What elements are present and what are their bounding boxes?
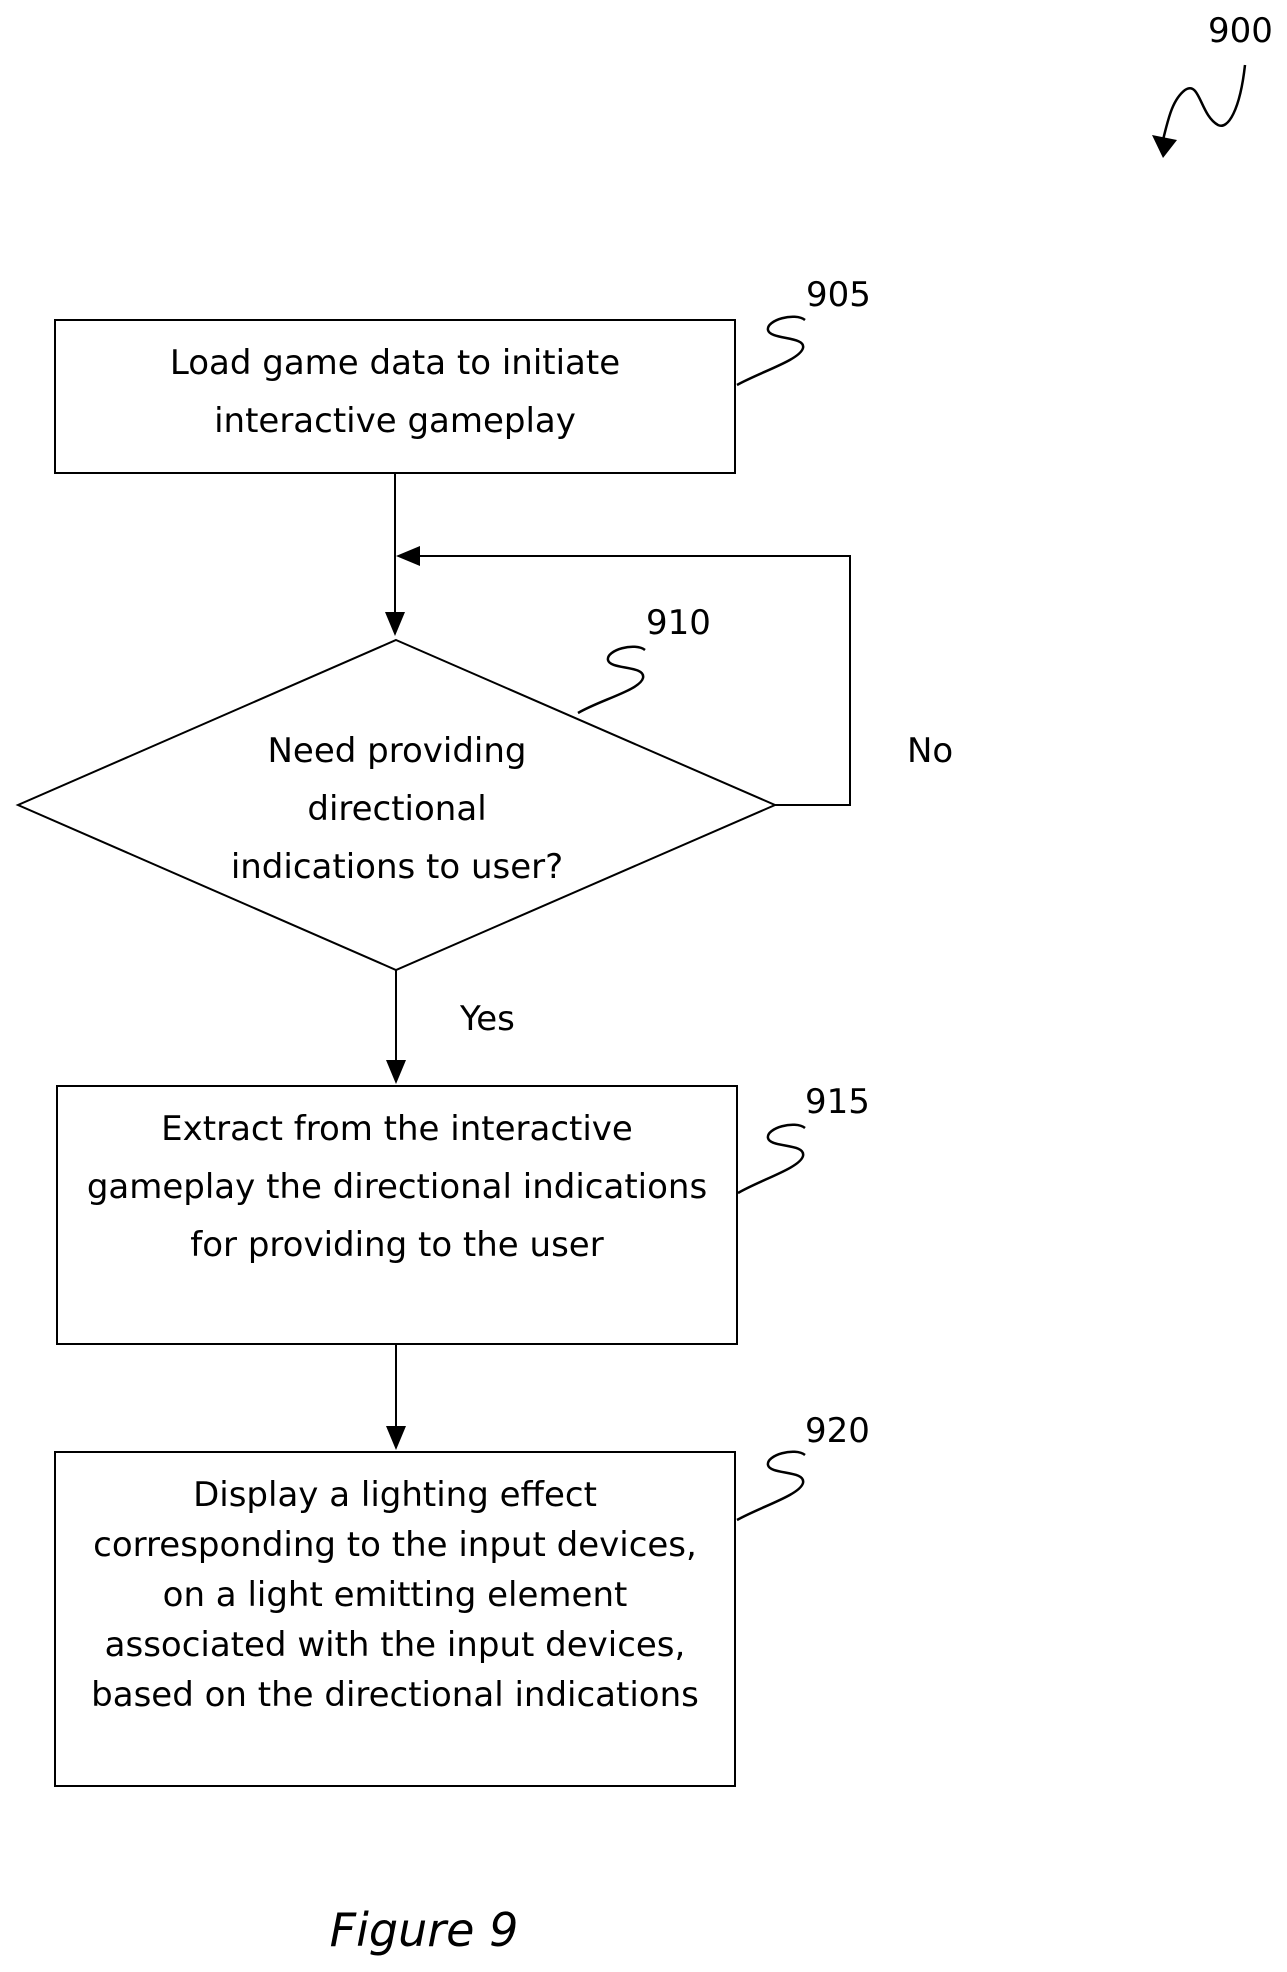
step-905-box: [54, 319, 736, 474]
step-910-line-2: directional: [307, 789, 486, 829]
connector-no-loop: [410, 555, 851, 806]
branch-yes-label: Yes: [459, 999, 515, 1039]
step-920-box: [54, 1451, 736, 1787]
step-905-line-1: Load game data to initiate: [170, 343, 620, 383]
step-920-line-1: Display a lighting effect: [193, 1475, 597, 1515]
step-915-ref: 915: [805, 1082, 870, 1122]
step-915-box: [56, 1085, 738, 1345]
step-905-ref-leader: [736, 315, 806, 387]
step-920-line-4: associated with the input devices,: [105, 1625, 686, 1665]
branch-no-label: No: [907, 731, 953, 771]
step-920-ref-leader: [736, 1450, 806, 1522]
step-920-line-2: corresponding to the input devices,: [93, 1525, 697, 1565]
step-915-line-2: gameplay the directional indications: [87, 1167, 707, 1207]
figure-caption: Figure 9: [330, 1903, 519, 1957]
step-915-line-1: Extract from the interactive: [161, 1109, 633, 1149]
figure-ref-leader: [1161, 64, 1247, 141]
step-910-line-3: indications to user?: [231, 847, 563, 887]
step-920-ref: 920: [805, 1411, 870, 1451]
figure-ref-arrowhead: [1152, 135, 1177, 158]
step-910-ref-leader: [577, 645, 646, 715]
step-920-line-3: on a light emitting element: [163, 1575, 628, 1615]
step-910-ref: 910: [646, 603, 711, 643]
connector-no-loop-arrowhead: [396, 546, 420, 566]
figure-ref-label: 900: [1208, 11, 1273, 51]
connector-915-920-arrowhead: [386, 1426, 406, 1450]
step-920-line-5: based on the directional indications: [91, 1675, 699, 1715]
step-905-line-2: interactive gameplay: [214, 401, 576, 441]
step-915-ref-leader: [737, 1123, 806, 1195]
connector-905-910-arrowhead: [385, 612, 405, 636]
step-910-line-1: Need providing: [267, 731, 526, 771]
connector-yes-arrowhead: [386, 1060, 406, 1084]
step-905-ref: 905: [806, 275, 871, 315]
step-915-line-3: for providing to the user: [190, 1225, 603, 1265]
